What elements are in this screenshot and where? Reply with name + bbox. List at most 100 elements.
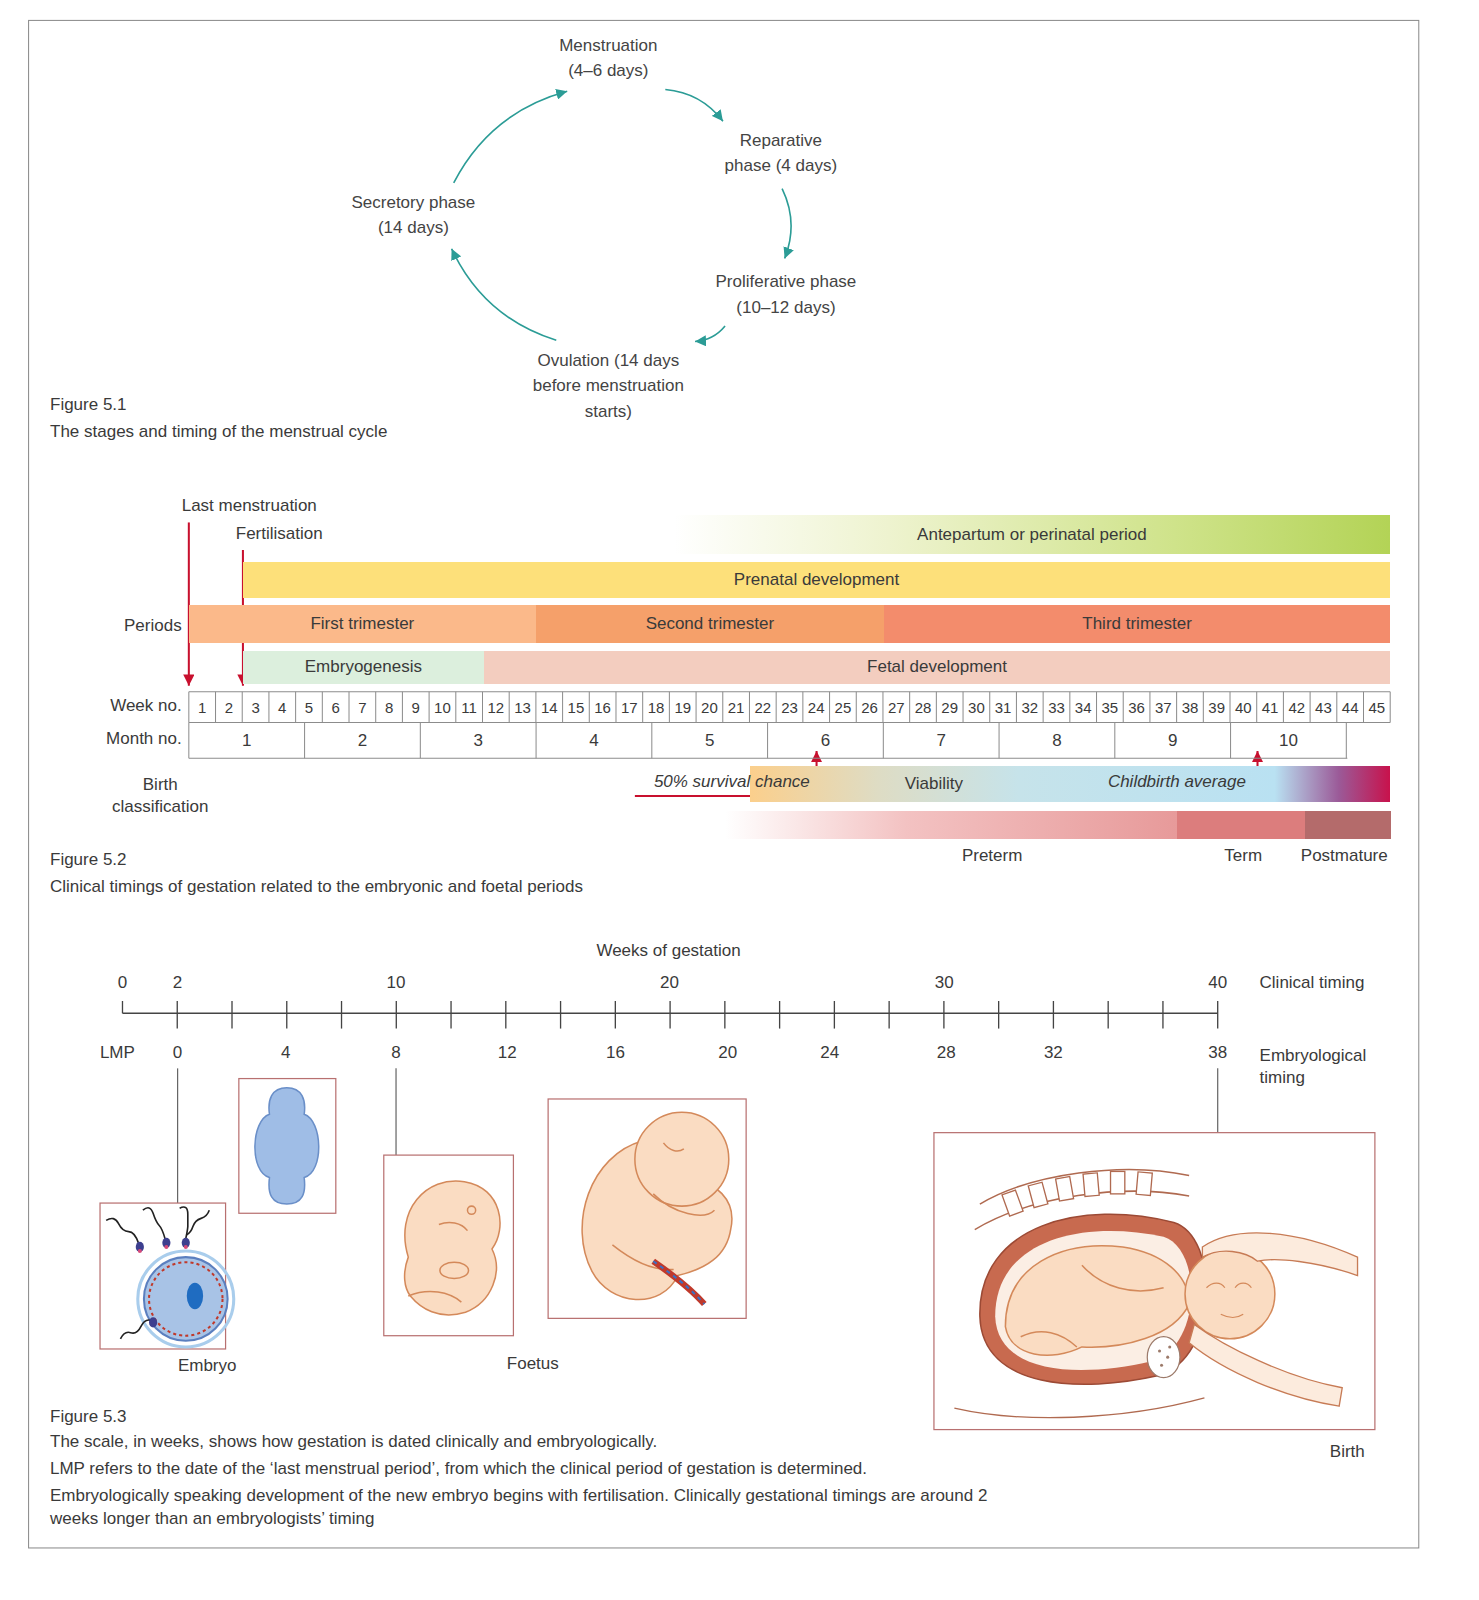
grid-line (696, 692, 697, 723)
grid-line (1346, 722, 1347, 758)
grid-line (642, 692, 643, 723)
week-number: 3 (251, 698, 259, 718)
zygote-illustration (184, 1245, 188, 1249)
period-band: Antepartum or perinatal period (674, 515, 1391, 554)
grid-line (429, 692, 430, 723)
period-band: Preterm (725, 811, 1177, 839)
cycle-arrow (665, 90, 723, 122)
illustration-frame (384, 1155, 514, 1336)
birth-illustration (1082, 1265, 1164, 1291)
grid-line (268, 692, 269, 723)
axis-tick (231, 1001, 232, 1029)
week-number: 34 (1075, 698, 1092, 718)
axis-value: 4 (281, 1042, 290, 1064)
zygote-illustration (120, 1320, 151, 1339)
grid-line (1043, 692, 1044, 723)
red-pointer (188, 522, 190, 685)
leader-line (177, 1068, 178, 1203)
zygote-illustration (138, 1249, 142, 1253)
grid-line (909, 692, 910, 723)
band-label: Third trimester (1082, 613, 1192, 635)
week-number: 31 (995, 698, 1012, 718)
figure-number: Figure 5.1 (50, 394, 127, 416)
zygote-illustration (136, 1238, 190, 1328)
grid-line (188, 722, 189, 758)
axis-value: 0 (118, 972, 127, 994)
band-label: Prenatal development (734, 569, 899, 591)
grid-line (1230, 722, 1231, 758)
week-number: 42 (1288, 698, 1305, 718)
axis-tick (1053, 1001, 1054, 1029)
foetus-illustration (653, 1261, 704, 1304)
row-heading: Week no. (110, 695, 182, 717)
band-label: Viability (905, 773, 963, 795)
period-band: Embryogenesis (243, 651, 484, 684)
stage-label: Reparative phase (4 days) (721, 128, 840, 179)
axis-tick (177, 1001, 178, 1029)
week-number: 11 (461, 698, 477, 718)
birth-illustration (1021, 1332, 1077, 1347)
week-number: 4 (278, 698, 286, 718)
band-label: Antepartum or perinatal period (917, 524, 1147, 546)
illustration-frame (548, 1099, 746, 1318)
grid-line (455, 692, 456, 723)
zygote-illustration (144, 1257, 228, 1341)
week-number: 19 (674, 698, 691, 718)
birth-illustration (1002, 1190, 1023, 1216)
grid-line (999, 722, 1000, 758)
week-number: 12 (488, 698, 505, 718)
row-heading: Periods (124, 615, 182, 637)
grid-line (322, 692, 323, 723)
axis-tick (834, 1001, 835, 1029)
week-number: 2 (225, 698, 233, 718)
grid-line (562, 692, 563, 723)
grid-line (189, 691, 1390, 692)
early-embryo-illustration (255, 1088, 319, 1204)
embryo-illustration (467, 1206, 475, 1214)
stage-name: Birth (1330, 1441, 1365, 1463)
birth-illustration (1202, 1233, 1357, 1276)
month-number: 1 (242, 730, 251, 752)
axis-value: 40 (1208, 972, 1227, 994)
stage-label: Secretory phase (14 days) (348, 190, 478, 241)
axis-title: Weeks of gestation (596, 940, 740, 962)
grid-line (883, 722, 884, 758)
grid-line (589, 692, 590, 723)
week-number: 39 (1208, 698, 1225, 718)
birth-illustration (980, 1214, 1207, 1384)
period-band: Postmature (1305, 811, 1391, 839)
week-number: 5 (305, 698, 313, 718)
grid-line (189, 722, 1390, 723)
figure-caption: Embryologically speaking development of … (50, 1485, 999, 1529)
grid-line (749, 692, 750, 723)
grid-line (304, 722, 305, 758)
grid-line (767, 722, 768, 758)
grid-line (1016, 692, 1017, 723)
zygote-illustration (187, 1283, 203, 1310)
grid-line (1230, 692, 1231, 723)
axis-tick (724, 1001, 725, 1029)
grid-line (615, 692, 616, 723)
band-label: Preterm (962, 845, 1022, 867)
axis-scale-name: Embryological timing (1260, 1045, 1388, 1089)
grid-line (882, 692, 883, 723)
week-number: 26 (861, 698, 878, 718)
week-number: 6 (331, 698, 339, 718)
axis-tick (505, 1001, 506, 1029)
week-number: 13 (514, 698, 531, 718)
week-number: 36 (1128, 698, 1145, 718)
grid-line (1310, 692, 1311, 723)
grid-line (1096, 692, 1097, 723)
pointer-label: Last menstruation (182, 495, 317, 517)
axis-tick (396, 1001, 397, 1029)
zygote-illustration (106, 1207, 209, 1339)
month-number: 7 (936, 730, 945, 752)
cycle-stage: Reparative phase (4 days) (717, 126, 844, 181)
grid-line (420, 722, 421, 758)
zygote-illustration (187, 1210, 209, 1234)
cycle-arrow (454, 91, 568, 183)
row-heading: Birth classification (103, 774, 217, 818)
figure-frame (29, 20, 1419, 1548)
cycle-stage: Ovulation (14 days before menstruation s… (525, 346, 691, 427)
